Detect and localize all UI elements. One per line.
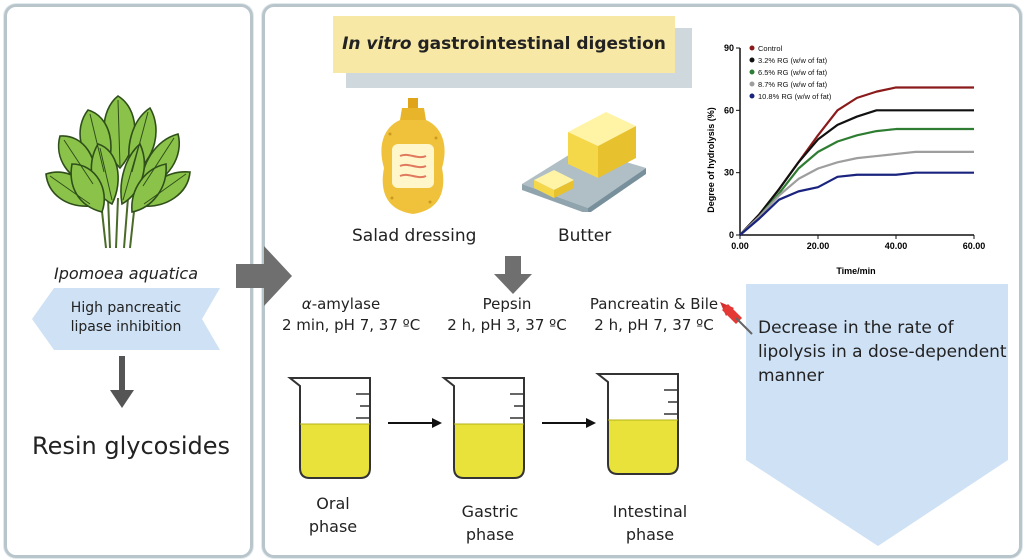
chart-legend-label: 10.8% RG (w/w of fat) bbox=[758, 92, 832, 101]
stage-gastric-params: 2 h, pH 3, 37 ºC bbox=[447, 316, 567, 334]
left-panel bbox=[4, 4, 253, 558]
salad-dressing-icon bbox=[381, 98, 445, 214]
plant-name: Ipomoea aquatica bbox=[54, 264, 198, 283]
chart-y-tick-label: 60 bbox=[724, 105, 734, 115]
phase-gastric-line-1: Gastric bbox=[461, 502, 519, 521]
phase-gastric-line-2: phase bbox=[465, 525, 515, 544]
chart-series-line-1 bbox=[739, 109, 974, 236]
stage-gastric-conditions: Pepsin 2 h, pH 3, 37 ºC bbox=[442, 294, 572, 336]
title-rest: gastrointestinal digestion bbox=[417, 34, 666, 54]
phase-oral-line-2: phase bbox=[308, 517, 358, 536]
chart-legend-label: 6.5% RG (w/w of fat) bbox=[758, 68, 828, 77]
food-label-butter: Butter bbox=[558, 226, 612, 246]
chart-legend-marker bbox=[749, 57, 755, 63]
inhibition-callout-shape bbox=[32, 288, 220, 350]
title-italic: In vitro bbox=[342, 34, 412, 54]
chart-legend-label: Control bbox=[758, 44, 783, 53]
stage-oral-conditions: α-amylase 2 min, pH 7, 37 ºC bbox=[282, 294, 421, 336]
chart-series-line-2 bbox=[739, 127, 974, 236]
stage-oral-enzyme: α-amylase bbox=[301, 295, 381, 313]
phase-oral-line-1: Oral bbox=[316, 494, 350, 513]
chart-ylabel: Degree of hydrolysis (%) bbox=[706, 107, 716, 213]
water-spinach-illustration bbox=[45, 95, 191, 249]
pushpin-icon bbox=[720, 302, 753, 335]
chart-legend-marker bbox=[749, 81, 755, 87]
panel-arrow-icon bbox=[236, 246, 292, 306]
phase-gastric-label: Gastric phase bbox=[450, 500, 530, 546]
phase-intestinal-label: Intestinal phase bbox=[600, 500, 700, 546]
result-text: Decrease in the rate of lipolysis in a d… bbox=[758, 318, 1007, 386]
stage-gastric-enzyme: Pepsin bbox=[482, 295, 532, 313]
phase-oral-label: Oral phase bbox=[296, 492, 370, 538]
chart-series-line-3 bbox=[739, 150, 974, 236]
food-label-salad-dressing: Salad dressing bbox=[352, 226, 477, 246]
stage-oral-params: 2 min, pH 7, 37 ºC bbox=[282, 316, 421, 334]
arrow-right-icon bbox=[388, 418, 442, 428]
chart-legend-label: 3.2% RG (w/w of fat) bbox=[758, 56, 828, 65]
phase-intestinal-line-1: Intestinal bbox=[612, 502, 688, 521]
chart-legend-marker bbox=[749, 45, 755, 51]
chart-y-tick-label: 0 bbox=[729, 230, 734, 240]
inhibition-callout: High pancreatic lipase inhibition bbox=[42, 299, 210, 337]
down-arrow-icon bbox=[110, 356, 134, 408]
chart-x-tick-label: 0.00 bbox=[731, 241, 749, 251]
hydrolysis-chart: Control 3.2% RG (w/w of fat) 6.5% RG (w/w … bbox=[706, 43, 986, 276]
chart-legend-marker bbox=[749, 93, 755, 99]
chart-y-tick-label: 30 bbox=[724, 168, 734, 178]
stage-intestinal-params: 2 h, pH 7, 37 ºC bbox=[594, 316, 714, 334]
stage-intestinal-enzyme: Pancreatin & Bile bbox=[589, 295, 719, 313]
chart-x-tick-label: 40.00 bbox=[885, 241, 908, 251]
stage-intestinal-conditions: Pancreatin & Bile 2 h, pH 7, 37 ºC bbox=[582, 294, 726, 336]
chart-legend-label: 8.7% RG (w/w of fat) bbox=[758, 80, 828, 89]
butter-icon bbox=[522, 112, 646, 212]
phase-intestinal-line-2: phase bbox=[625, 525, 675, 544]
beaker-intestinal-icon bbox=[595, 373, 679, 475]
result-callout-shape bbox=[746, 284, 1008, 546]
chart-x-tick-label: 60.00 bbox=[963, 241, 986, 251]
compound-label: Resin glycosides bbox=[32, 432, 231, 460]
title-box bbox=[333, 16, 675, 73]
page-title: In vitro gastrointestinal digestion bbox=[333, 16, 675, 73]
chart-y-tick-label: 90 bbox=[724, 43, 734, 53]
chart-series-line-4 bbox=[739, 171, 974, 236]
chart-legend-marker bbox=[749, 69, 755, 75]
chart-x-tick-label: 20.00 bbox=[807, 241, 830, 251]
down-arrow-gray-icon bbox=[494, 256, 532, 294]
inhibition-line-2: lipase inhibition bbox=[70, 319, 182, 335]
beaker-gastric-icon bbox=[441, 377, 525, 479]
beaker-oral-icon bbox=[287, 377, 371, 479]
arrow-right-icon bbox=[542, 418, 596, 428]
inhibition-line-1: High pancreatic bbox=[70, 300, 182, 316]
chart-xlabel: Time/min bbox=[836, 266, 875, 276]
